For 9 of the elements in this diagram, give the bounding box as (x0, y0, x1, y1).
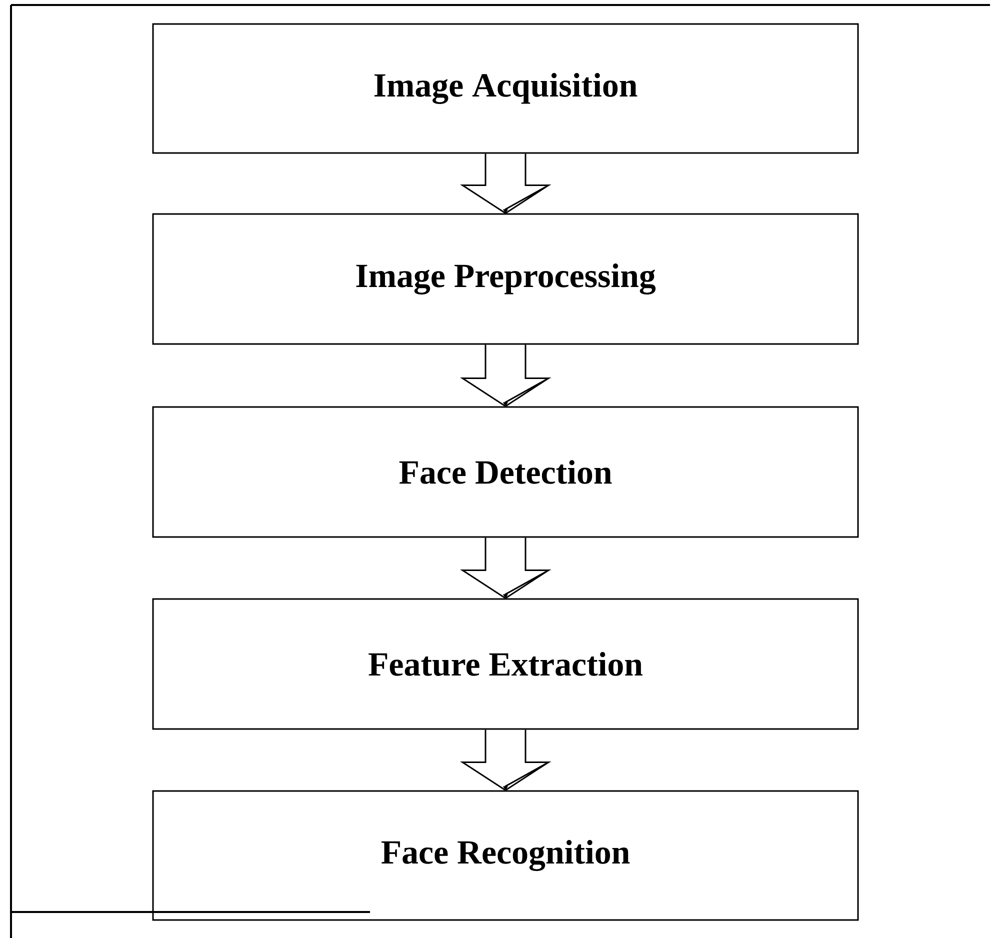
process-box: Feature Extraction (152, 598, 859, 730)
block-arrow (460, 537, 552, 600)
process-box: Face Detection (152, 406, 859, 538)
block-arrow (460, 344, 552, 408)
block-arrow (460, 153, 552, 214)
process-box: Image Preprocessing (152, 213, 859, 345)
block-arrow (460, 729, 552, 792)
process-box: Face Recognition (152, 790, 859, 921)
process-box: Image Acquisition (152, 23, 859, 154)
